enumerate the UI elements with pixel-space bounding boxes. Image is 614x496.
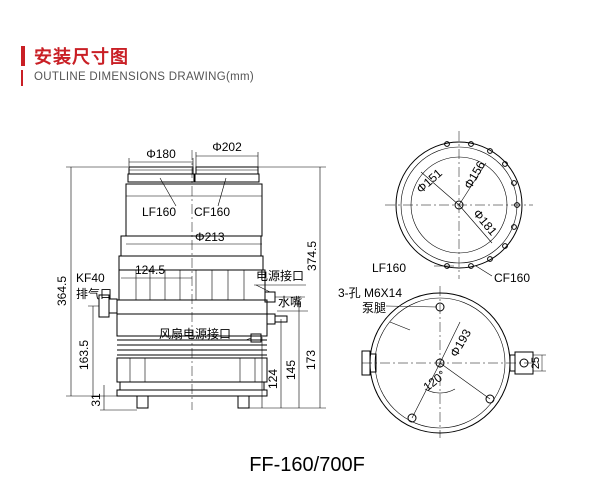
label-kf40: KF40 bbox=[76, 271, 105, 285]
label-mount-holes: 3-孔 M6X14 bbox=[338, 286, 402, 300]
dim-364-5: 364.5 bbox=[55, 276, 69, 306]
label-lf160-side: LF160 bbox=[142, 205, 176, 219]
dim-31: 31 bbox=[89, 393, 103, 407]
label-lf160-top: LF160 bbox=[372, 261, 406, 275]
dim-173: 173 bbox=[304, 350, 318, 370]
dim-124: 124 bbox=[266, 369, 280, 389]
label-cf160-side: CF160 bbox=[194, 205, 230, 219]
dim-120-deg: 120° bbox=[420, 368, 448, 394]
side-view bbox=[66, 150, 326, 411]
dim-25: 25 bbox=[530, 357, 542, 369]
dim-phi180: Φ180 bbox=[146, 147, 176, 161]
page-title: 安装尺寸图 bbox=[34, 47, 129, 68]
model-caption: FF-160/700F bbox=[249, 454, 365, 476]
label-fan-power: 风扇电源接口 bbox=[159, 326, 231, 341]
label-pump-foot: 泵腿 bbox=[362, 301, 386, 315]
label-exhaust: 排气口 bbox=[76, 286, 112, 301]
header-accent-bar bbox=[21, 46, 25, 66]
dim-phi156: Φ156 bbox=[461, 158, 488, 191]
dim-163-5: 163.5 bbox=[77, 340, 91, 370]
top-view bbox=[385, 131, 533, 279]
dim-phi181: Φ181 bbox=[470, 207, 500, 239]
dim-phi202: Φ202 bbox=[212, 140, 242, 154]
label-cf160-top: CF160 bbox=[494, 271, 530, 285]
dim-374-5: 374.5 bbox=[305, 241, 319, 271]
dim-phi213: Φ213 bbox=[195, 230, 225, 244]
dim-phi193: Φ193 bbox=[447, 326, 474, 359]
dim-phi151: Φ151 bbox=[414, 166, 446, 196]
subtitle-accent-bar bbox=[21, 70, 23, 86]
page-subtitle: OUTLINE DIMENSIONS DRAWING(mm) bbox=[34, 71, 255, 83]
bottom-view bbox=[361, 286, 546, 438]
dim-124-5: 124.5 bbox=[135, 263, 165, 277]
label-power-connector: 电源接口 bbox=[256, 268, 304, 283]
label-water-nozzle: 水嘴 bbox=[278, 295, 302, 309]
dim-145: 145 bbox=[284, 360, 298, 380]
